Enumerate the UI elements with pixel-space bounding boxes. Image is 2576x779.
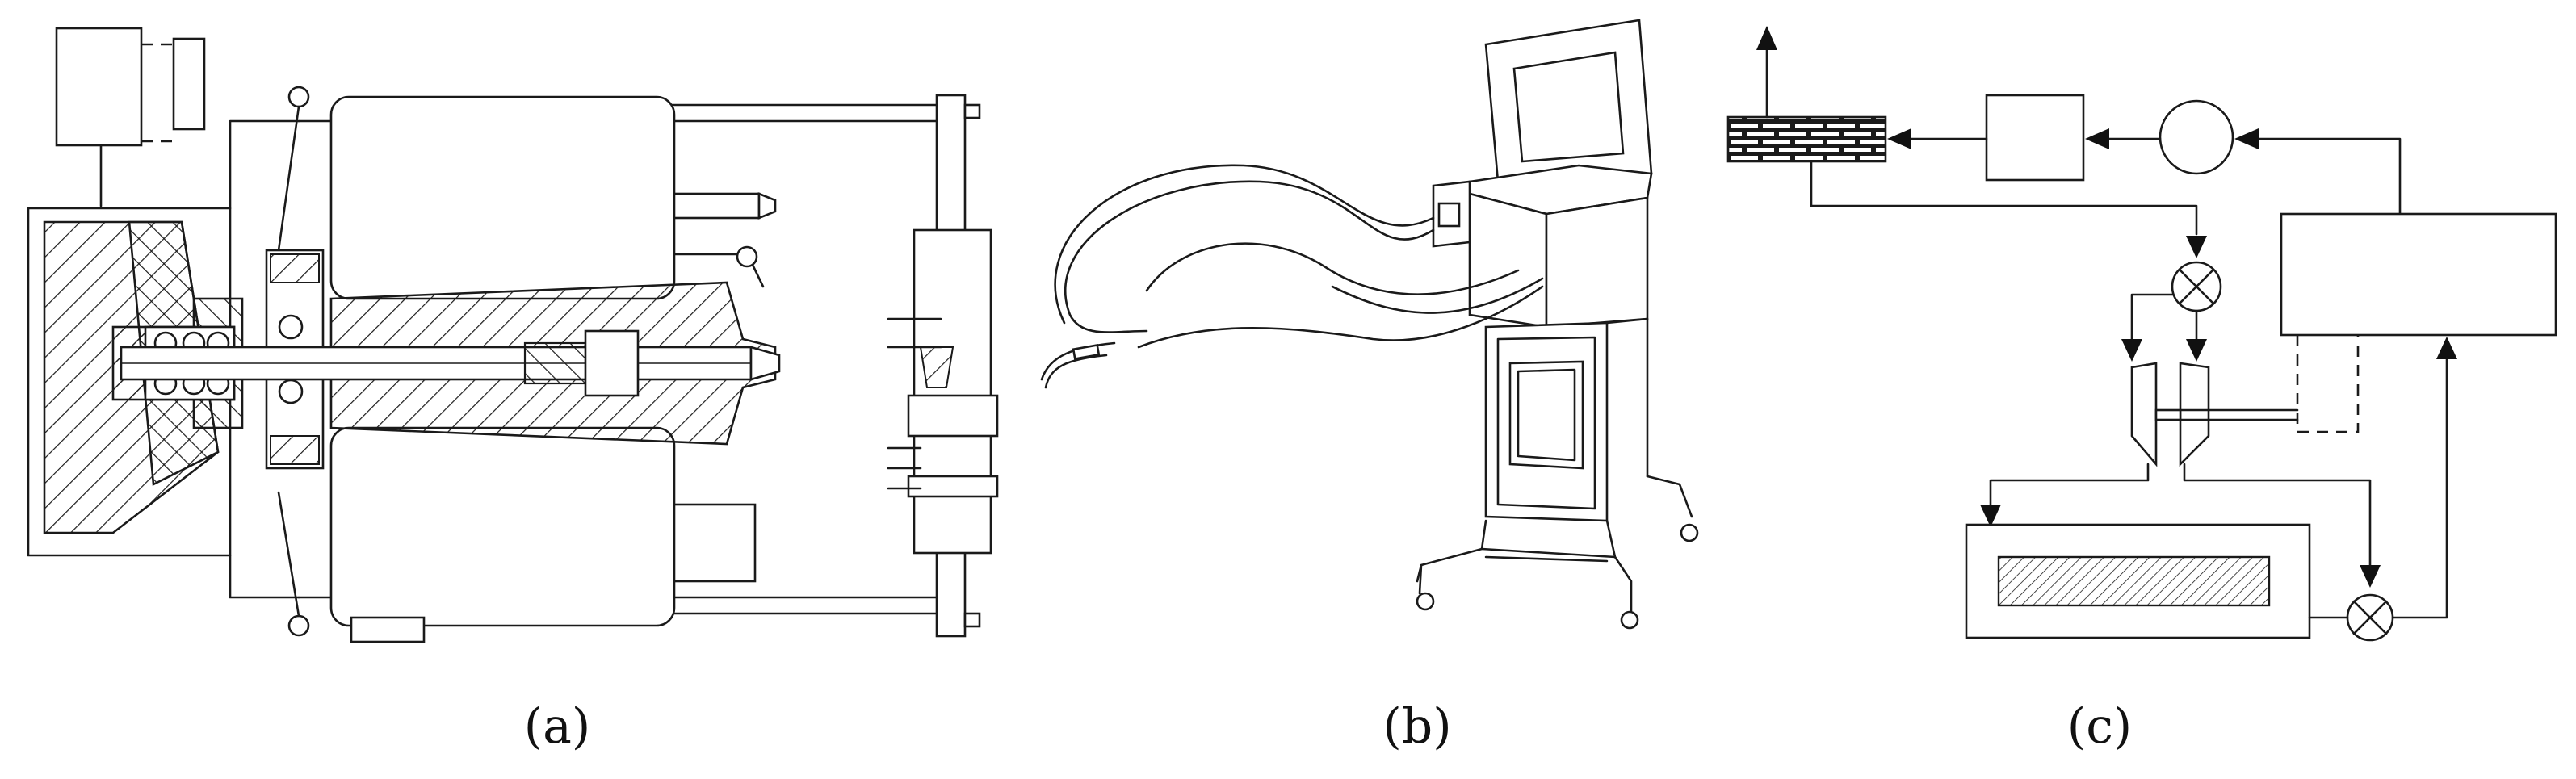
panel-c-schematic: [1726, 26, 2557, 642]
filter-block: [1726, 115, 1887, 163]
flexible-hose: [1064, 180, 1435, 333]
control-module: [172, 37, 206, 131]
control-box: [55, 27, 143, 147]
pump-circle: [2159, 99, 2234, 175]
panel-b-machine-sketch: [1040, 19, 1699, 630]
lower-motor-housing: [329, 426, 676, 627]
panel-label-b: (b): [1382, 698, 1451, 755]
upper-motor-housing: [329, 95, 676, 300]
turbine: [2130, 362, 2158, 467]
panel-label-c: (c): [2067, 698, 2132, 755]
controller-box: [2280, 212, 2557, 337]
hatched-bed: [1997, 555, 2271, 607]
panel-a-spindle-drawing: [27, 27, 999, 643]
panel-label-a: (a): [524, 698, 591, 755]
process-box: [1985, 94, 2085, 182]
